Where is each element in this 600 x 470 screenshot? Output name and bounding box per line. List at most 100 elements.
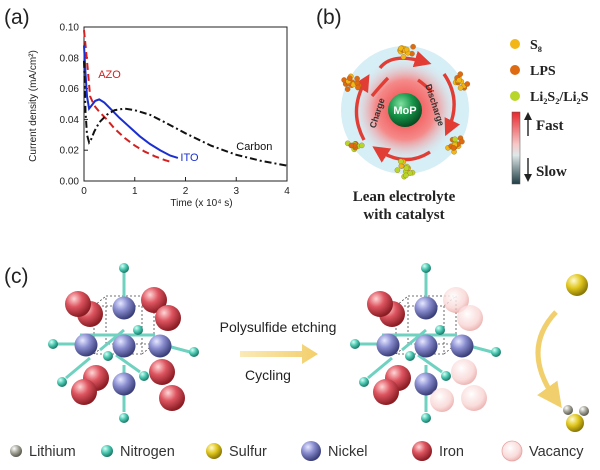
y-axis-label: Current density (mA/cm²) (28, 50, 39, 162)
nitrogen-atom (421, 263, 431, 273)
vacancy-legend-label: Vacancy (529, 444, 584, 460)
nickel-atom (414, 334, 438, 358)
arrow-right (442, 73, 461, 137)
iron-atom (155, 305, 181, 331)
free-sulfur-atom (566, 274, 588, 296)
polysulfide-particle (354, 75, 360, 82)
nitrogen-legend-icon (101, 445, 113, 457)
iron-atom (141, 287, 167, 313)
polysulfide-particle (457, 85, 464, 91)
panel-b-label: (b) (316, 6, 342, 29)
sulfur-legend-icon (206, 443, 222, 459)
iron-atom (367, 291, 393, 317)
slow-label: Slow (536, 164, 567, 180)
lithium-legend-label: Lithium (29, 444, 76, 460)
polysulfide-particle (346, 75, 353, 81)
polysulfide-particle (403, 172, 409, 179)
x-tick-label: 0 (81, 186, 87, 197)
n-bond (115, 353, 141, 374)
nitrogen-atom (119, 413, 129, 423)
x-tick-label: 4 (284, 186, 290, 197)
nitrogen-atom (359, 377, 369, 387)
n-bond (401, 328, 427, 352)
nickel-atom (74, 333, 98, 357)
nitrogen-atom (350, 339, 360, 349)
polysulfide-particle (403, 165, 410, 171)
nitrogen-atom (119, 263, 129, 273)
unit-cell-edge (93, 295, 107, 307)
n-bond (417, 353, 443, 374)
nitrogen-atom (421, 413, 431, 423)
polysulfide-particle (398, 158, 404, 165)
nitrogen-atom (103, 351, 113, 361)
y-tick-label: 0.02 (60, 146, 80, 157)
nickel-atom (414, 372, 438, 396)
iron-atom (373, 379, 399, 405)
vacancy-site (430, 388, 454, 412)
arrow-inner-right (417, 78, 434, 94)
species-legend: S₈ LPS Li₂S₂/Li₂S (510, 38, 589, 105)
series-label-carbon: Carbon (236, 141, 272, 153)
x-tick-label: 3 (233, 186, 239, 197)
vacancy-site (461, 385, 487, 411)
nitrogen-atom (57, 377, 67, 387)
vacancy-site (443, 287, 469, 313)
series-line-carbon (83, 60, 288, 167)
polysulfide-particle (394, 167, 401, 173)
x-tick-label: 1 (132, 186, 138, 197)
released-species (535, 274, 589, 432)
y-tick-label: 0.06 (60, 84, 80, 95)
n-bond (65, 356, 91, 380)
x-axis-label: Time (x 10⁴ s) (170, 198, 232, 209)
kinetics-scale: Fast Slow (511, 111, 567, 185)
nitrogen-atom (491, 347, 501, 357)
panel-a-label: (a) (4, 6, 30, 29)
nickel-atom (414, 296, 438, 320)
panel-c-label: (c) (4, 265, 29, 288)
iron-atom (149, 359, 175, 385)
polysulfide-particle (344, 86, 351, 92)
polysulfide-particle (403, 46, 410, 53)
crystal-etched (350, 263, 501, 423)
series-line-ito (83, 45, 179, 159)
release-arrow-icon (535, 310, 562, 409)
iron-legend-label: Iron (439, 444, 464, 460)
li-atom-1 (563, 405, 573, 415)
caption-line-1: Lean electrolyte (353, 189, 456, 205)
nickel-atom (376, 333, 400, 357)
polysulfide-particle (348, 142, 355, 149)
crystal-pristine (48, 263, 199, 423)
scale-bar (511, 111, 521, 185)
catalyst-schematic: MoP Charge Discharge Lean electrolyte wi… (341, 43, 471, 223)
nitrogen-atom (139, 371, 149, 381)
nitrogen-atom (189, 347, 199, 357)
nickel-atom (148, 334, 172, 358)
lithium-legend-icon (10, 445, 22, 457)
sulfur-legend-label: Sulfur (229, 444, 267, 460)
polysulfide-particle (400, 54, 407, 60)
unit-cell-edge (395, 295, 409, 307)
y-tick-label: 0.08 (60, 53, 80, 64)
y-tick-label: 0.00 (60, 177, 80, 188)
arrow-left (353, 74, 370, 141)
li2s-swatch (510, 91, 520, 101)
nickel-atom (112, 372, 136, 396)
n-bond (367, 356, 393, 380)
arrow-inner-left (370, 76, 390, 98)
polysulfide-particle (410, 43, 416, 50)
arrow-top (378, 50, 432, 70)
lps-swatch (510, 65, 520, 75)
mop-catalyst (388, 93, 422, 127)
iron-legend-icon (412, 441, 432, 461)
li-atom-2 (579, 406, 589, 416)
fast-label: Fast (536, 118, 564, 134)
vacancy-legend-icon (501, 440, 523, 462)
mop-label: MoP (393, 105, 416, 117)
down-arrow-icon (524, 174, 532, 182)
polysulfide-particle (464, 81, 471, 87)
polysulfide-particle (450, 145, 457, 151)
series-line-azo (83, 30, 174, 164)
li2s-label: Li₂S₂/Li₂S (530, 90, 589, 105)
